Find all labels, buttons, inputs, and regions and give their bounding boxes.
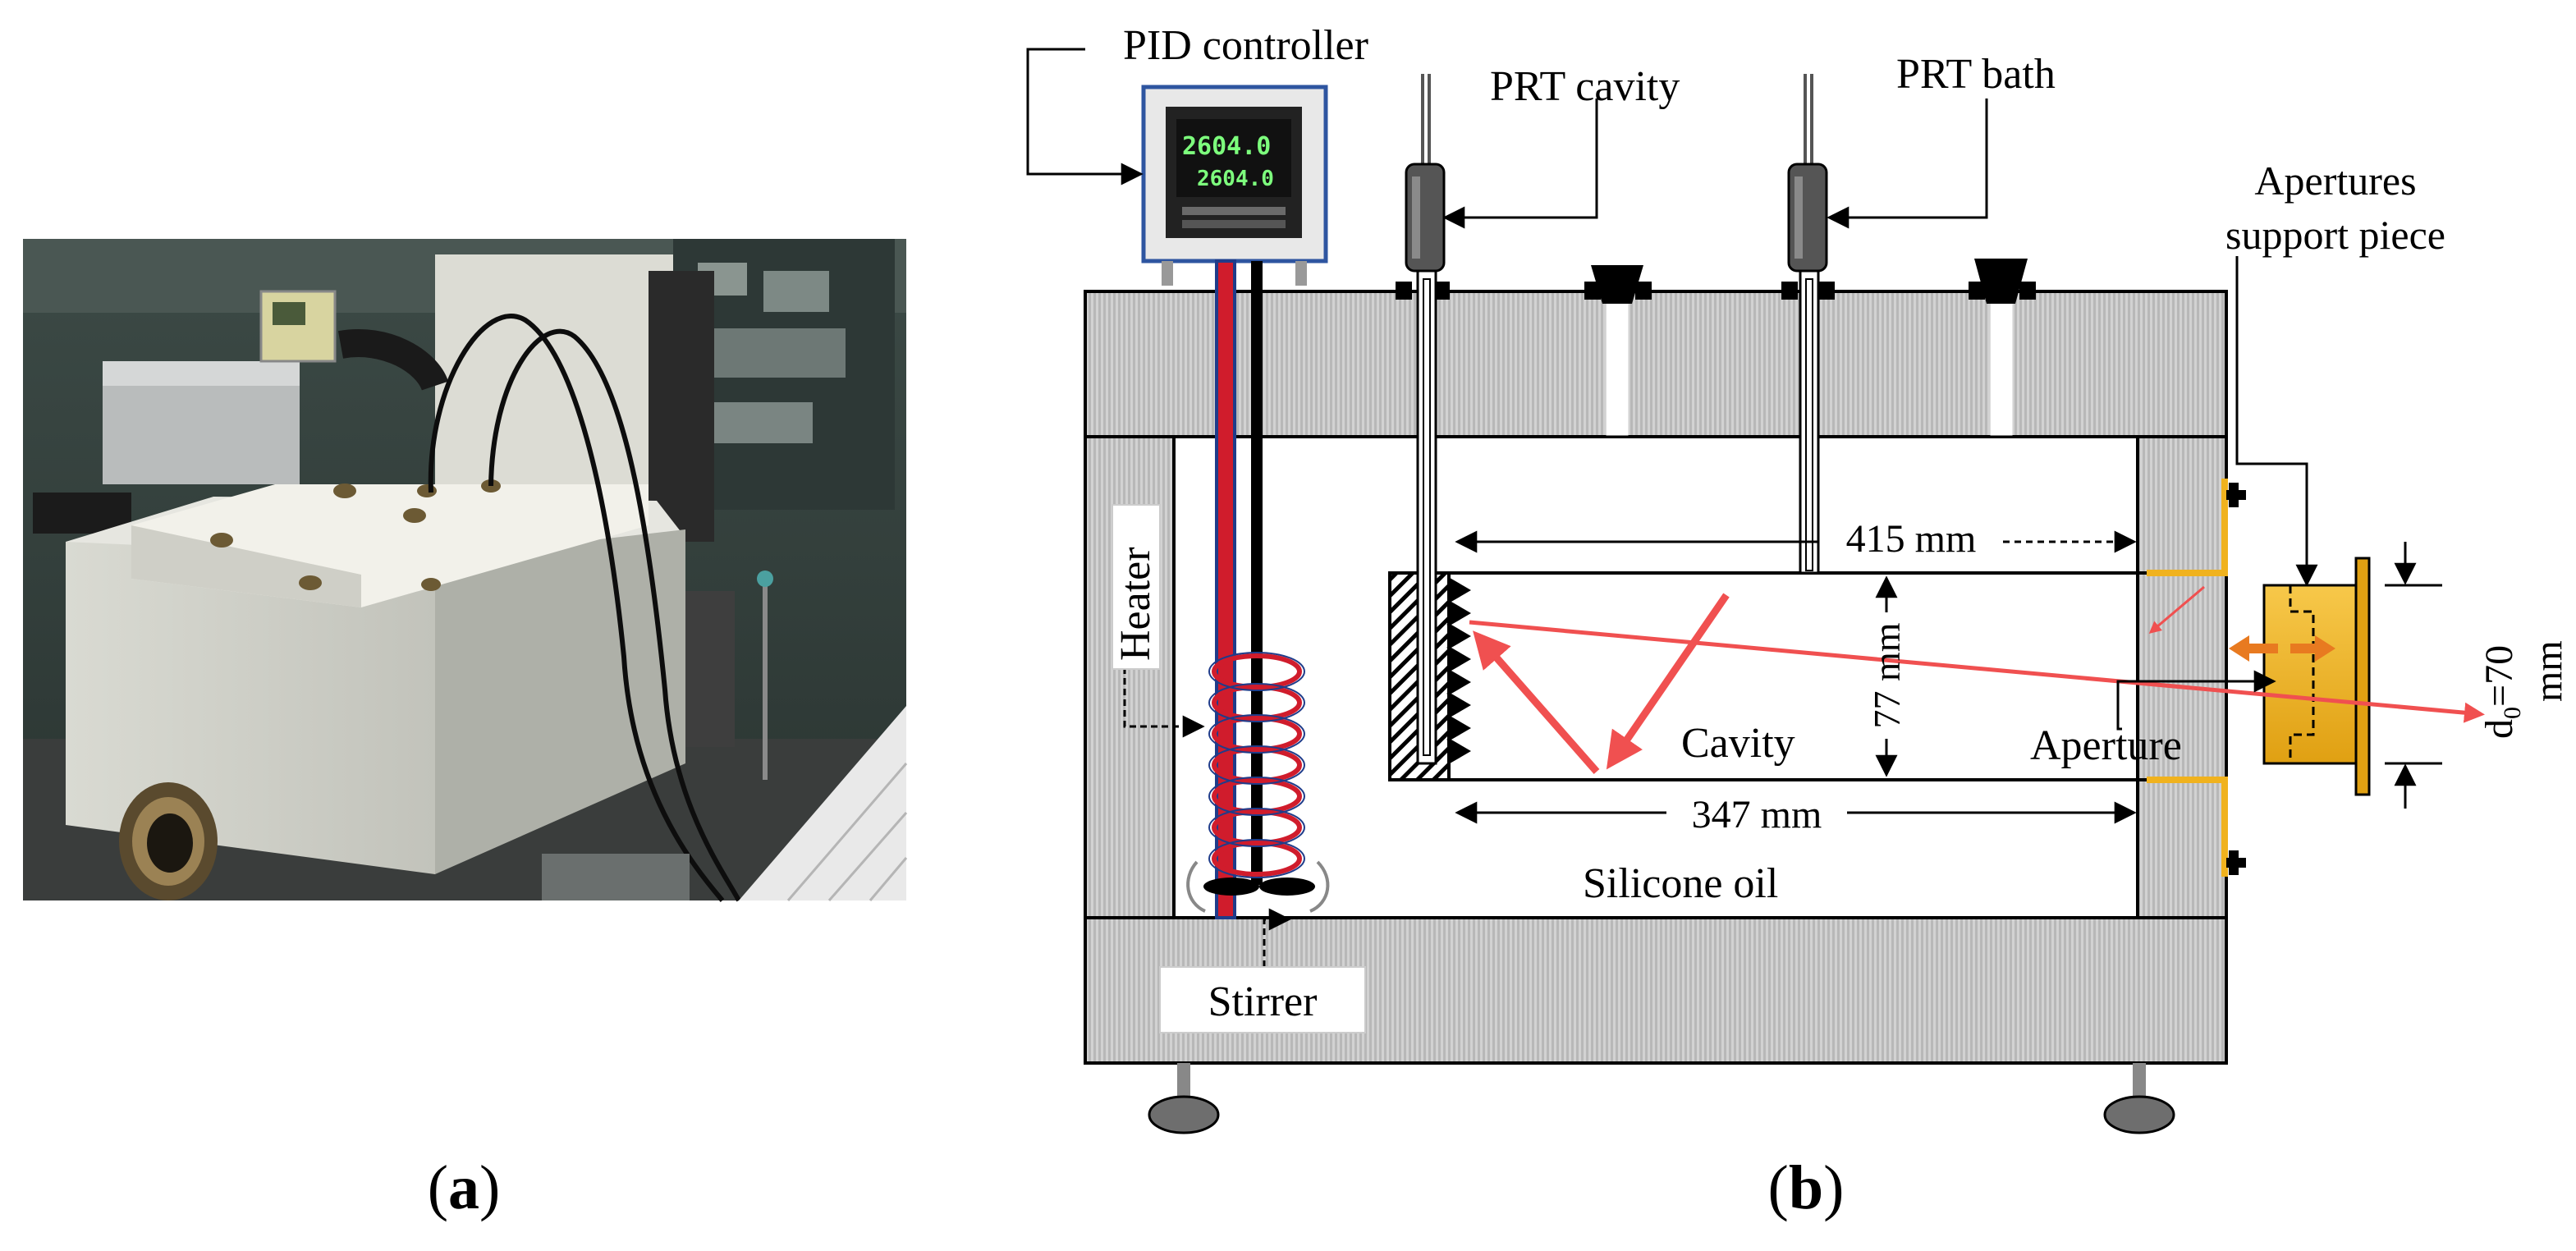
d0-symbol: d xyxy=(2477,719,2521,739)
label-prt-cavity: PRT cavity xyxy=(1490,63,1680,110)
apertures-support-piece xyxy=(2229,557,2371,796)
pid-controller-box: 2604.0 2604.0 xyxy=(1141,85,1328,286)
dimension-347mm: 347 mm xyxy=(1692,793,1822,836)
caption-a: (a) xyxy=(428,1153,501,1222)
pid-display-line1: 2604.0 xyxy=(1182,132,1271,161)
label-pid-controller: PID controller xyxy=(1123,22,1368,69)
label-aperture: Aperture xyxy=(2030,722,2182,769)
caption-b: (b) xyxy=(1768,1153,1845,1222)
label-apertures-line1: Apertures xyxy=(2254,158,2416,204)
prt-cavity-sensor xyxy=(1405,74,1446,765)
label-stirrer: Stirrer xyxy=(1208,978,1318,1025)
prt-bath-sensor xyxy=(1787,74,1828,575)
label-silicone-oil: Silicone oil xyxy=(1583,860,1778,907)
light-rays xyxy=(1469,585,2485,774)
panel-a-photo xyxy=(23,239,908,902)
feet xyxy=(1148,1063,2175,1134)
heater-coil xyxy=(1212,653,1302,877)
label-heater: Heater xyxy=(1112,547,1159,661)
dimension-d0: d0=70 mm xyxy=(2477,640,2570,739)
d0-unit: mm xyxy=(2527,640,2570,702)
svg-text:d0=70: d0=70 xyxy=(2477,645,2526,739)
label-prt-bath: PRT bath xyxy=(1896,51,2056,98)
dimension-415mm: 415 mm xyxy=(1846,517,1977,561)
d0-subscript: 0 xyxy=(2499,707,2526,719)
d0-value: =70 xyxy=(2477,645,2521,707)
label-cavity: Cavity xyxy=(1681,720,1795,767)
lid-ports xyxy=(1606,292,2013,436)
label-support-piece-line2: support piece xyxy=(2225,212,2445,258)
pid-display-line2: 2604.0 xyxy=(1197,167,1274,191)
stirrer-blades xyxy=(1186,860,1330,913)
dimension-77mm: 77 mm xyxy=(1866,622,1908,728)
